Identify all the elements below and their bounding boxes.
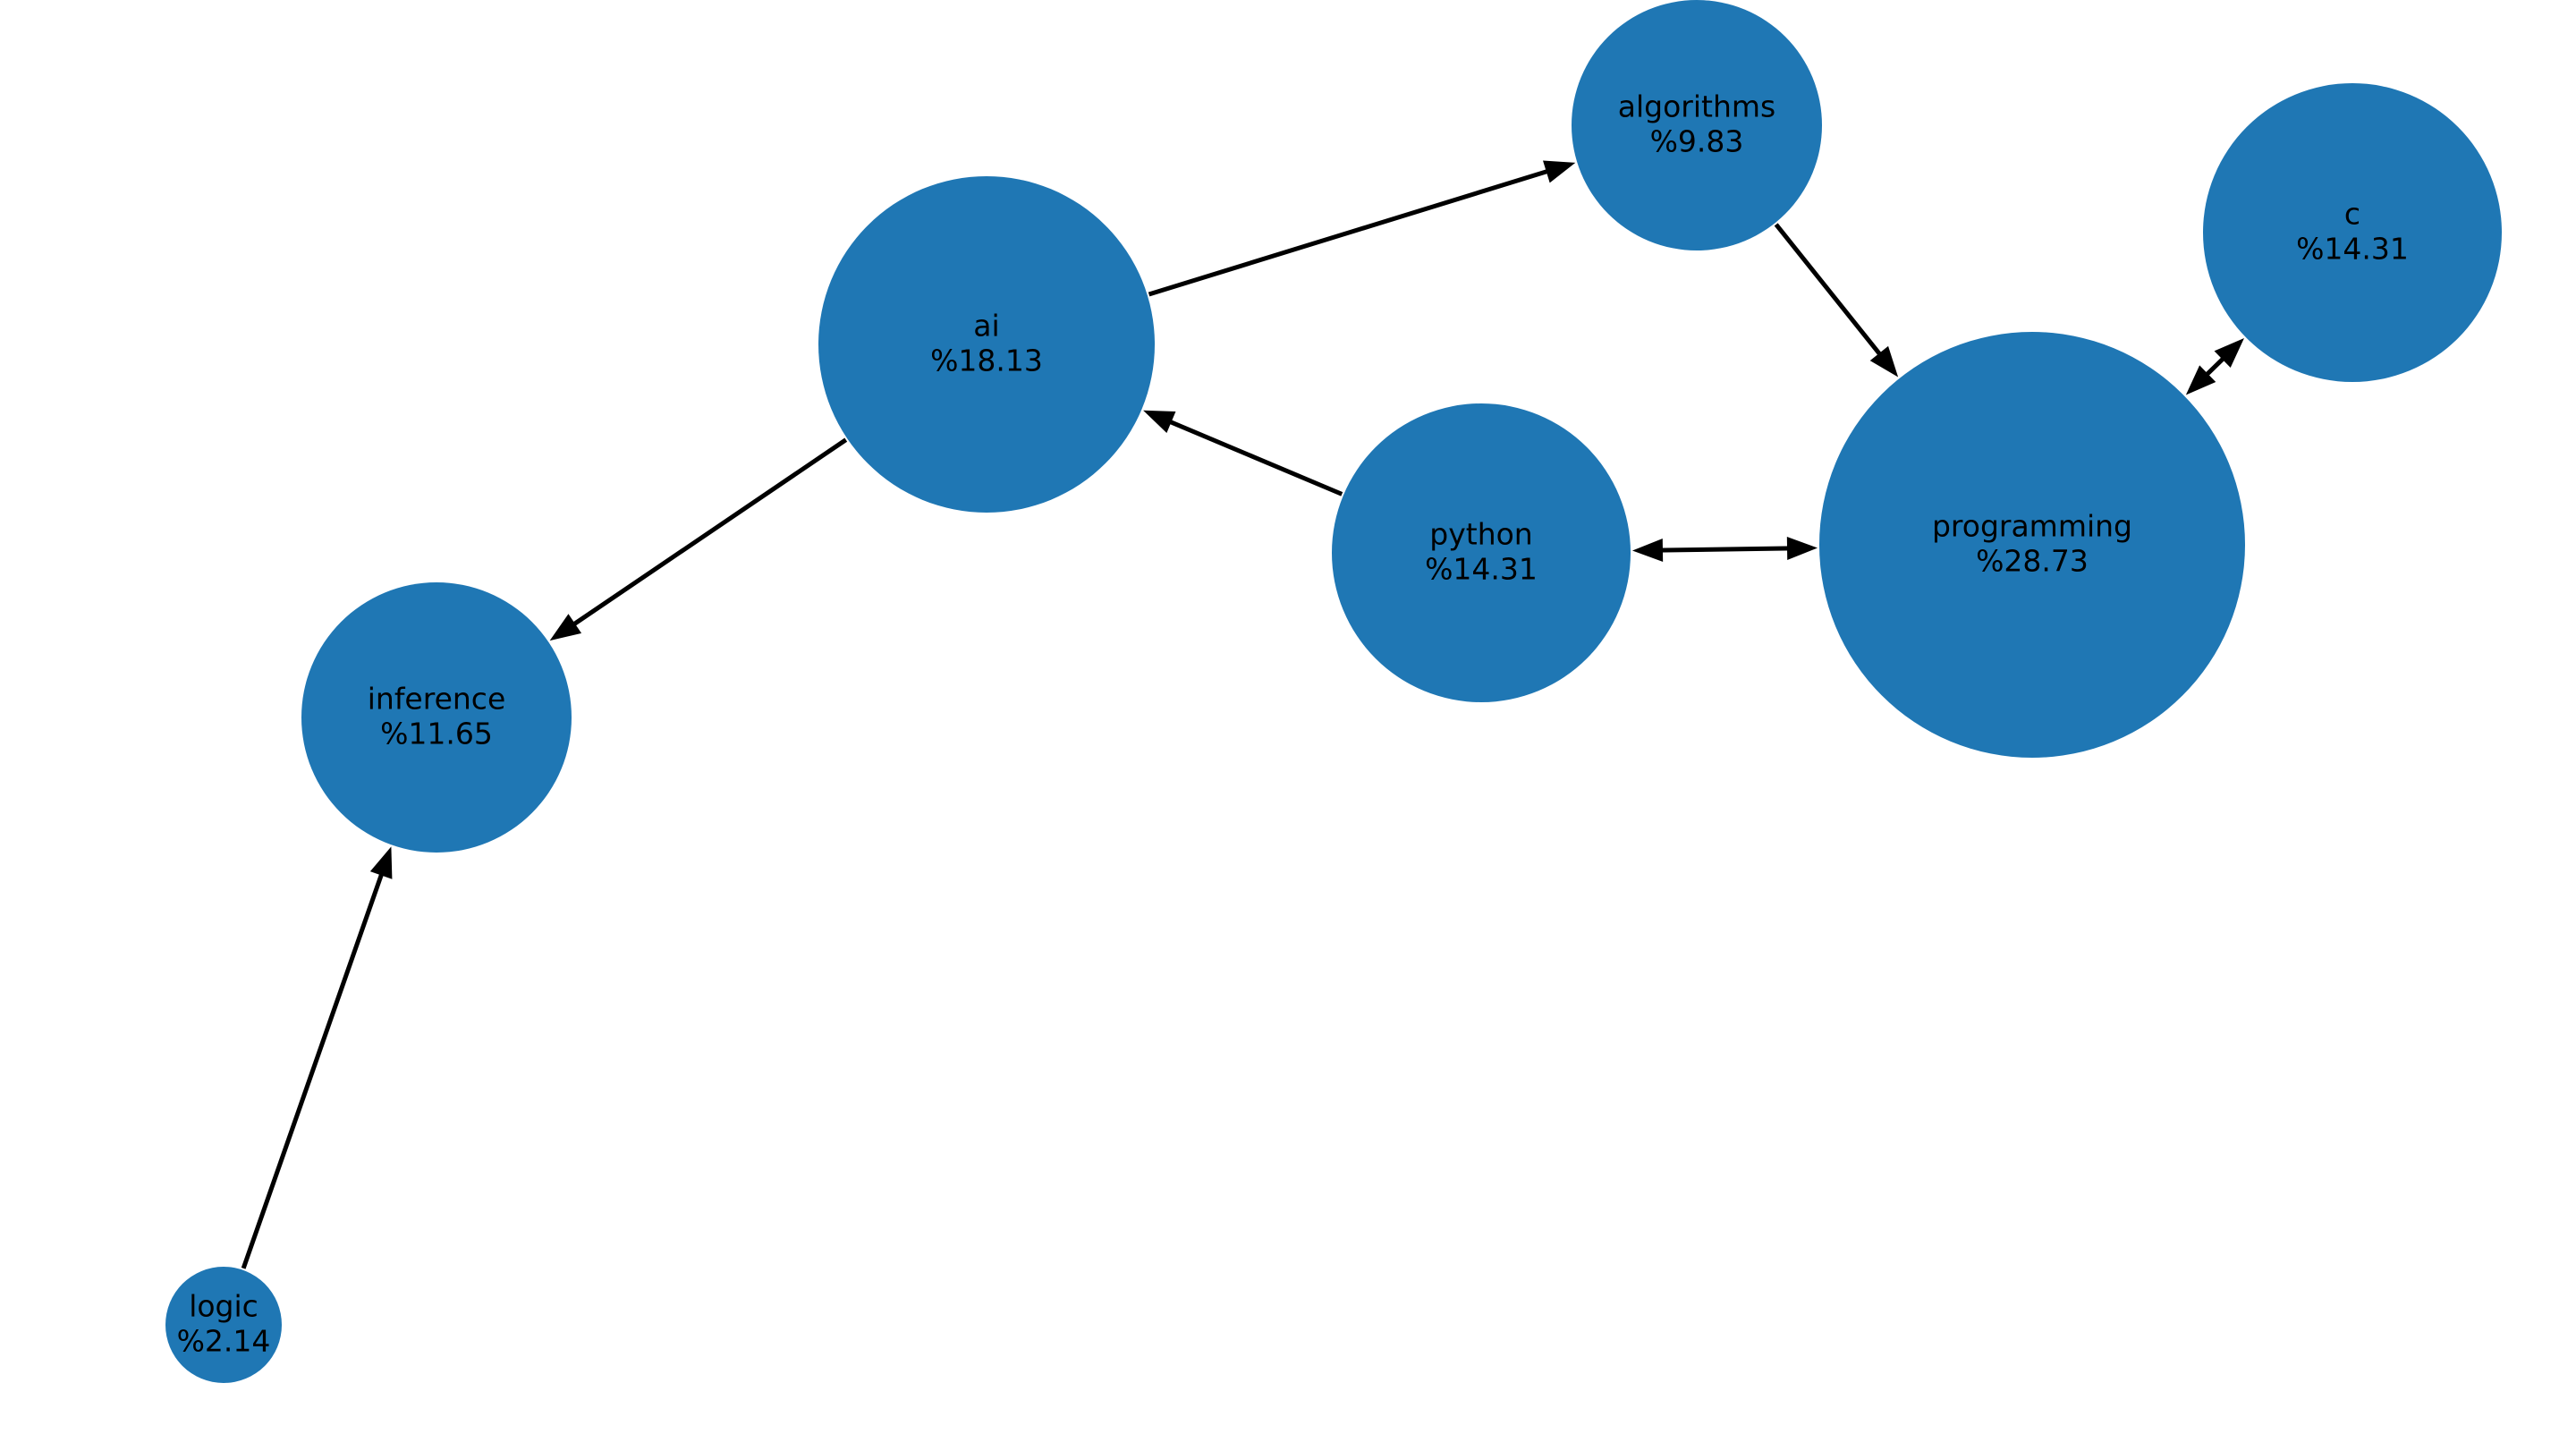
node-value-text: %14.31 [2296,232,2409,267]
node-name-text: c [2344,197,2360,232]
arrowhead-icon [549,614,582,641]
arrowhead-icon [2214,337,2244,369]
arrowhead-icon [1786,537,1818,561]
node-label-algorithms: algorithms%9.83 [1618,89,1775,159]
node-label-logic: logic%2.14 [177,1289,271,1359]
node-label-inference: inference%11.65 [368,682,506,751]
arrowhead-icon [2185,365,2216,395]
node-value-text: %2.14 [177,1324,271,1359]
edge-line [1148,165,1561,297]
node-value-text: %11.65 [380,717,493,751]
node-circle-programming[interactable] [1819,332,2245,758]
arrowhead-icon [1869,345,1899,378]
edge-line [241,861,388,1269]
node-circle-logic[interactable] [165,1267,282,1383]
node-label-c: c%14.31 [2296,197,2409,267]
nodes-layer [165,0,2502,1383]
node-value-text: %28.73 [1976,544,2089,579]
edges-layer [241,160,2244,1269]
node-name-text: programming [1932,509,2132,544]
edge-python-to-ai [1143,410,1343,496]
labels-layer: ai%18.13algorithms%9.83c%14.31programmin… [177,89,2409,1359]
edge-logic-to-inference [241,846,393,1269]
edge-python-to-programming [1631,537,1818,563]
arrowhead-icon [1143,410,1176,433]
edge-algorithms-to-programming [1774,223,1899,378]
edge-ai-to-algorithms [1148,160,1576,297]
node-name-text: ai [973,309,999,344]
node-label-python: python%14.31 [1425,517,1538,587]
arrowhead-icon [1542,160,1576,183]
node-circle-c[interactable] [2203,83,2502,382]
node-value-text: %18.13 [930,344,1043,378]
node-name-text: algorithms [1618,89,1775,124]
node-label-programming: programming%28.73 [1932,509,2132,579]
node-circle-inference[interactable] [301,582,572,853]
node-circle-ai[interactable] [818,176,1155,513]
node-value-text: %9.83 [1650,124,1744,159]
node-value-text: %14.31 [1425,552,1538,587]
node-circle-python[interactable] [1332,403,1631,702]
node-circle-algorithms[interactable] [1572,0,1822,250]
node-label-ai: ai%18.13 [930,309,1043,378]
edge-ai-to-inference [549,437,848,641]
node-name-text: python [1429,517,1532,552]
edge-line [1648,546,1801,553]
edge-line [562,437,848,633]
node-name-text: logic [189,1289,258,1324]
arrowhead-icon [369,846,393,879]
arrowhead-icon [1631,539,1664,563]
edge-line [1157,414,1343,496]
edge-line [1774,223,1890,366]
node-name-text: inference [368,682,506,717]
edge-programming-to-c [2185,337,2244,395]
